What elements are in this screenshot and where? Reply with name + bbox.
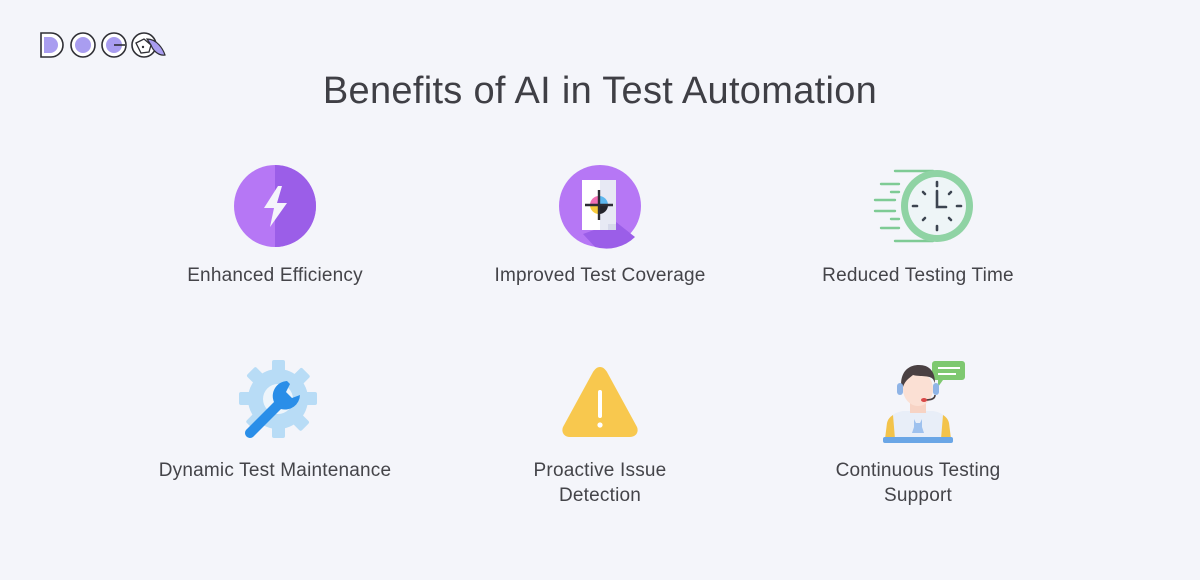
- benefit-improved-test-coverage: Improved Test Coverage: [440, 162, 760, 288]
- page-title: Benefits of AI in Test Automation: [322, 70, 878, 112]
- benefit-enhanced-efficiency: Enhanced Efficiency: [115, 162, 435, 288]
- support-agent-icon: [883, 361, 965, 443]
- dogq-logo[interactable]: [39, 31, 169, 59]
- benefit-label: Reduced Testing Time: [822, 265, 1014, 286]
- benefit-label: Improved Test Coverage: [494, 265, 706, 286]
- benefit-label: Enhanced Efficiency: [187, 265, 363, 286]
- benefit-dynamic-test-maintenance: Dynamic Test Maintenance: [115, 357, 435, 483]
- benefit-label: Dynamic Test Maintenance: [158, 460, 392, 481]
- benefit-label: Proactive Issue Detection: [533, 460, 667, 506]
- lightning-icon: [234, 165, 316, 247]
- warning-icon: [562, 367, 638, 437]
- logo-icon: [40, 32, 166, 58]
- benefit-reduced-testing-time: Reduced Testing Time: [758, 162, 1078, 288]
- benefit-continuous-testing-support: Continuous Testing Support: [758, 357, 1078, 508]
- benefit-proactive-issue-detection: Proactive Issue Detection: [440, 357, 760, 508]
- target-document-icon: [559, 165, 641, 249]
- benefit-label: Continuous Testing Support: [835, 460, 1001, 506]
- fast-clock-icon: [873, 169, 973, 243]
- gear-wrench-icon: [239, 360, 317, 438]
